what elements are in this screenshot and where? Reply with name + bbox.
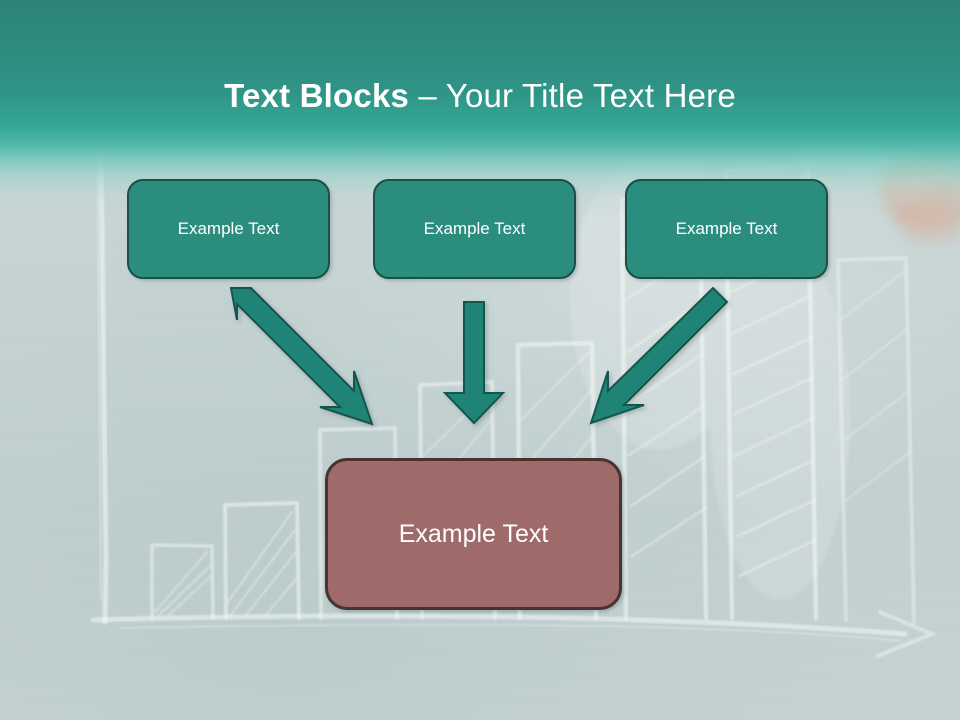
- page-title: Text Blocks – Your Title Text Here: [0, 76, 960, 116]
- page-title-separator: –: [409, 77, 446, 115]
- hand-thumb: [895, 186, 960, 246]
- page-title-bold: Text Blocks: [224, 77, 410, 115]
- page-title-light: Your Title Text Here: [445, 77, 736, 115]
- source-box-2[interactable]: Example Text: [373, 179, 576, 279]
- target-box[interactable]: Example Text: [325, 458, 622, 610]
- source-box-1-label: Example Text: [177, 219, 280, 238]
- source-box-3[interactable]: Example Text: [625, 179, 828, 279]
- target-box-label: Example Text: [398, 519, 549, 548]
- source-box-1[interactable]: Example Text: [127, 179, 330, 279]
- source-box-3-label: Example Text: [675, 219, 778, 238]
- source-box-2-label: Example Text: [423, 219, 526, 238]
